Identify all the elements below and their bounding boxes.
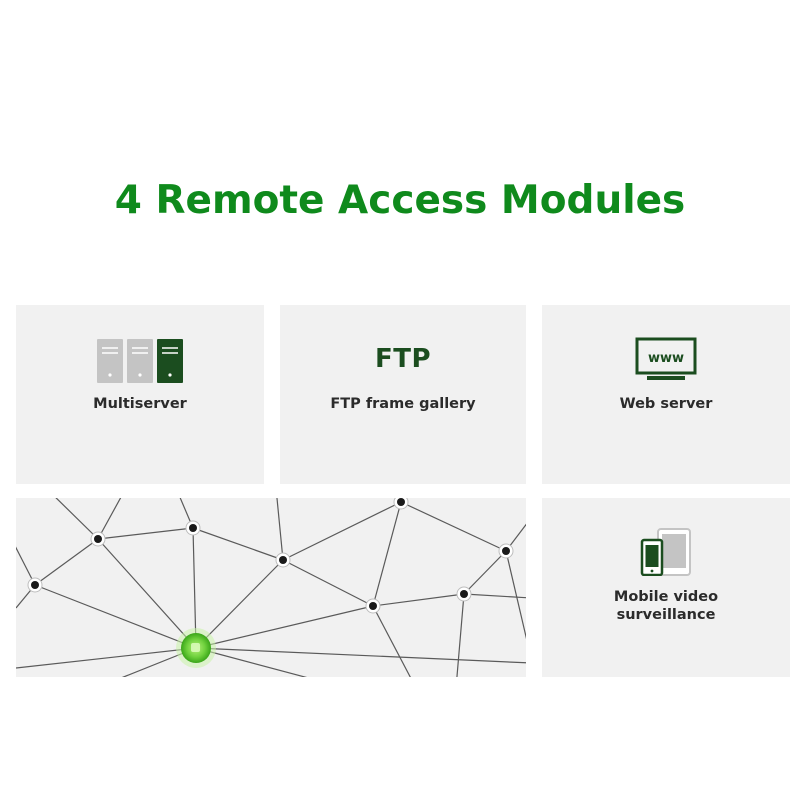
phone-tablet-icon bbox=[542, 528, 790, 576]
module-tile-web-server: www Web server bbox=[542, 305, 790, 484]
monitor-www-icon: www bbox=[542, 337, 790, 383]
module-label-web-server: Web server bbox=[619, 396, 713, 412]
network-nodes bbox=[27, 498, 514, 668]
module-tile-multiserver: Multiserver bbox=[16, 305, 264, 484]
module-label-ftp: FTP frame gallery bbox=[330, 396, 476, 412]
network-illustration bbox=[16, 498, 526, 677]
ftp-logo-text: FTP bbox=[374, 344, 432, 374]
ftp-icon: FTP bbox=[280, 344, 526, 374]
module-tile-ftp: FTP FTP frame gallery bbox=[280, 305, 526, 484]
server-stack-icon bbox=[16, 338, 264, 384]
module-label-mobile-video-line1: Mobile video bbox=[613, 589, 719, 605]
page-title: 4 Remote Access Modules bbox=[114, 178, 686, 223]
www-text: www bbox=[648, 351, 684, 366]
module-label-mobile-video: Mobile video surveillance bbox=[542, 588, 790, 624]
module-tile-mobile-video: Mobile video surveillance bbox=[542, 498, 790, 677]
module-label-multiserver: Multiserver bbox=[93, 396, 187, 412]
module-label-mobile-video-line2: surveillance bbox=[616, 607, 716, 623]
